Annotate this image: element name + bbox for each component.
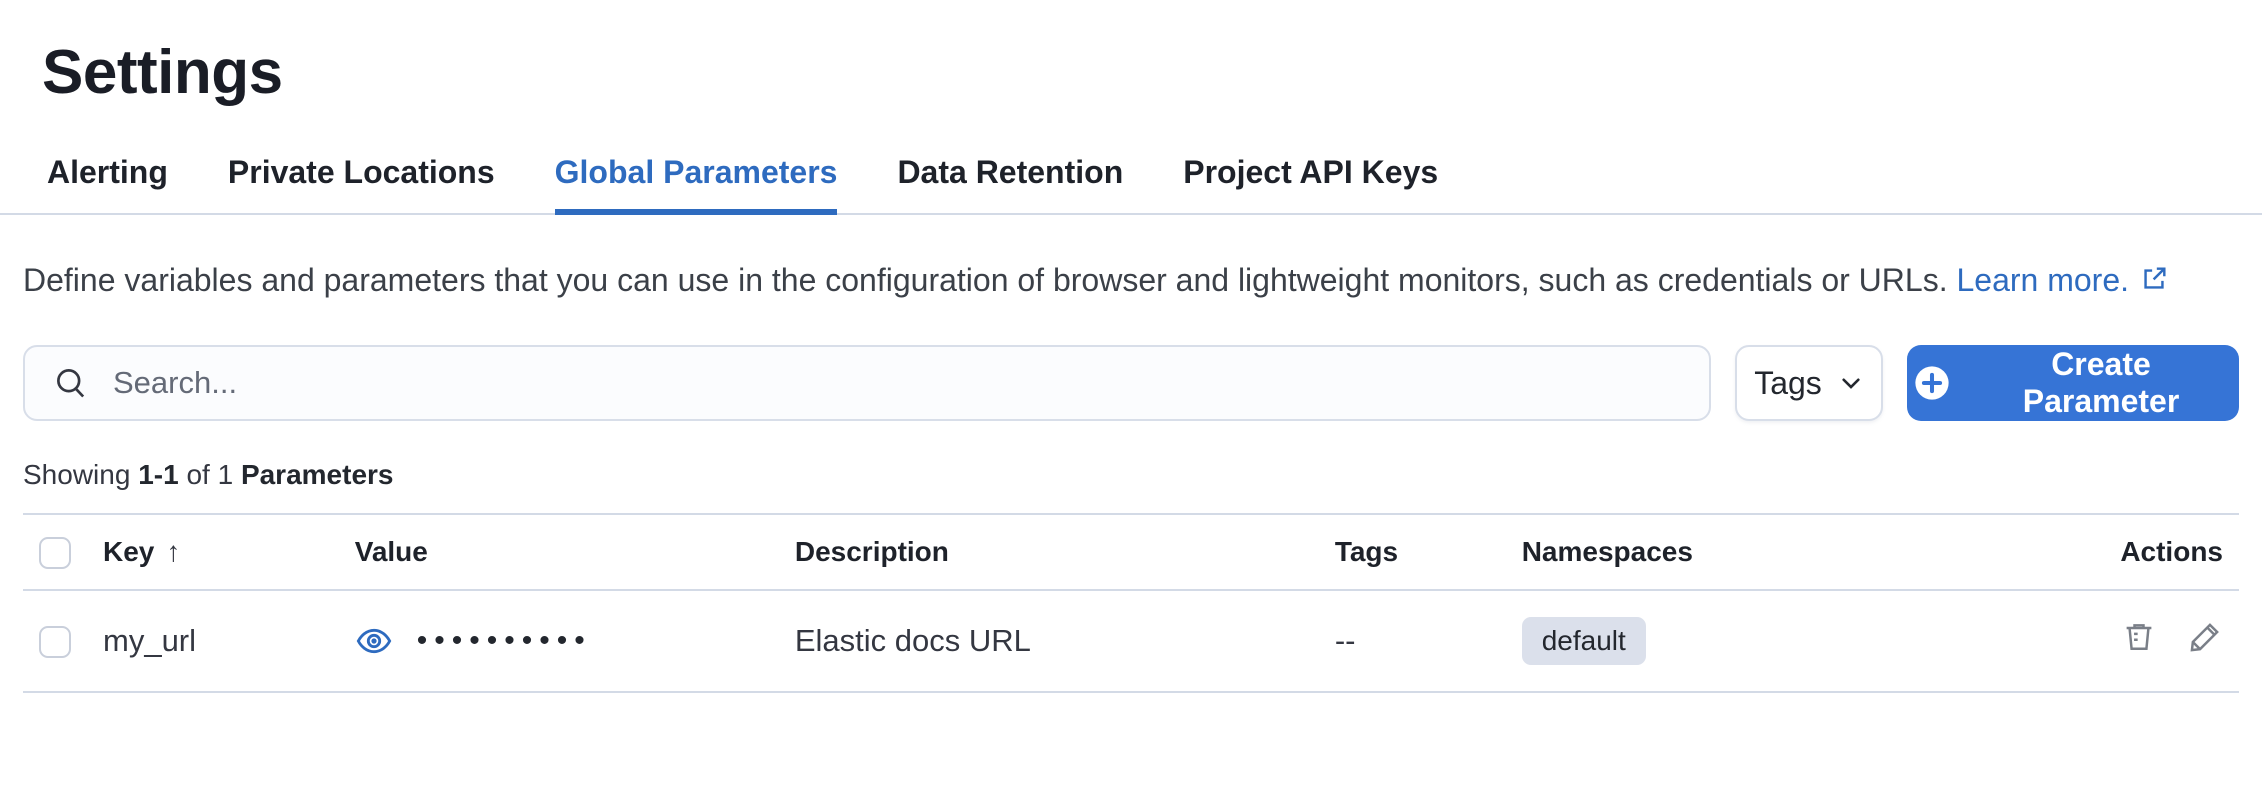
- search-box[interactable]: [23, 345, 1711, 421]
- parameters-table: Key↑ Value Description Tags Namespaces A…: [23, 513, 2239, 693]
- pencil-icon[interactable]: [2187, 619, 2223, 655]
- sort-ascending-icon: ↑: [166, 535, 181, 567]
- table-row: my_url •••••••••• Elastic docs URL -- de…: [23, 589, 2239, 693]
- column-header-namespaces: Namespaces: [1505, 514, 2105, 591]
- search-icon: [53, 365, 89, 401]
- results-range: 1-1: [138, 459, 179, 490]
- namespace-badge: default: [1521, 616, 1646, 665]
- table-header-row: Key↑ Value Description Tags Namespaces A…: [23, 514, 2239, 591]
- learn-more-link[interactable]: Learn more.: [1956, 262, 2169, 298]
- description-text: Define variables and parameters that you…: [23, 262, 1948, 298]
- tab-alerting[interactable]: Alerting: [47, 154, 168, 190]
- tab-data-retention[interactable]: Data Retention: [897, 154, 1124, 190]
- row-checkbox[interactable]: [39, 626, 71, 659]
- column-header-key[interactable]: Key↑: [87, 514, 339, 591]
- toolbar: Tags Create Parameter: [23, 345, 2239, 421]
- column-header-value: Value: [338, 514, 779, 591]
- results-summary: Showing 1-1 of 1 Parameters: [23, 459, 394, 490]
- search-input[interactable]: [111, 364, 1681, 402]
- page-title: Settings: [42, 38, 283, 107]
- param-tags: --: [1318, 589, 1506, 693]
- external-link-icon: [2139, 264, 2169, 294]
- chevron-down-icon: [1838, 370, 1864, 396]
- param-description: Elastic docs URL: [778, 589, 1319, 693]
- results-total: 1: [217, 459, 234, 490]
- param-key: my_url: [87, 589, 339, 693]
- tab-private-locations[interactable]: Private Locations: [227, 154, 495, 190]
- settings-tabs: Alerting Private Locations Global Parame…: [0, 142, 2262, 215]
- create-parameter-button[interactable]: Create Parameter: [1907, 345, 2239, 421]
- param-masked-value: ••••••••••: [416, 623, 592, 657]
- column-header-tags: Tags: [1318, 514, 1506, 591]
- column-header-description: Description: [778, 514, 1319, 591]
- trash-icon[interactable]: [2121, 619, 2157, 655]
- results-entity: Parameters: [240, 459, 394, 490]
- select-all-checkbox[interactable]: [39, 536, 71, 569]
- tags-filter-button[interactable]: Tags: [1735, 345, 1883, 421]
- eye-icon[interactable]: [355, 622, 393, 660]
- plus-in-circle-icon: [1913, 364, 1951, 402]
- page-description: Define variables and parameters that you…: [23, 255, 2223, 305]
- tab-global-parameters[interactable]: Global Parameters: [531, 142, 862, 215]
- column-header-actions: Actions: [2104, 514, 2239, 591]
- tab-project-api-keys[interactable]: Project API Keys: [1183, 154, 1439, 190]
